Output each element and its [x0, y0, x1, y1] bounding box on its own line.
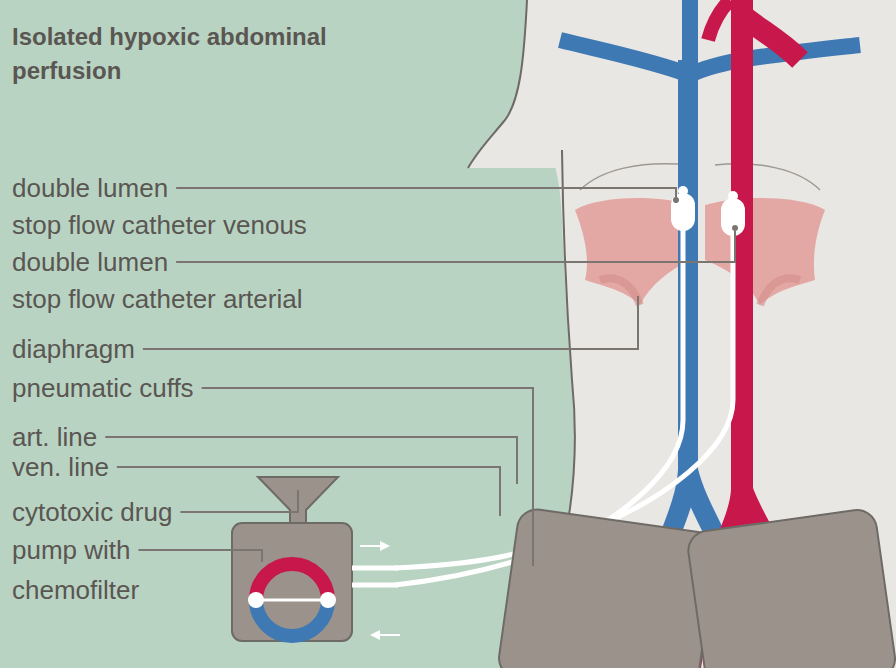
leader-line [105, 437, 517, 484]
venous-balloon [678, 186, 688, 196]
part-label: chemofilter [12, 575, 139, 605]
pump [232, 523, 352, 641]
pneumatic-cuff [686, 507, 896, 668]
torso-outline [560, 150, 575, 560]
leader-line [117, 467, 500, 516]
leader-line [139, 550, 263, 562]
pneumatic-cuff [496, 507, 718, 668]
arterial-balloon [721, 198, 745, 236]
flow-arrow [380, 541, 390, 551]
pump-ring [256, 564, 328, 600]
venous-balloon [671, 193, 695, 231]
part-label: diaphragm [12, 334, 135, 364]
part-label: pneumatic cuffs [12, 373, 194, 403]
chemofilter-end [248, 592, 264, 608]
part-label: stop flow catheter arterial [12, 284, 302, 314]
part-label: stop flow catheter venous [12, 210, 307, 240]
flow-arrow [370, 630, 380, 640]
flow-arrow [360, 545, 382, 547]
balloon-port [732, 225, 738, 231]
vena-cava [560, 0, 860, 75]
torso-outline [468, 0, 527, 168]
leader-line [176, 188, 676, 203]
flow-arrow [378, 634, 400, 636]
leader-line [180, 490, 298, 512]
part-label: double lumen [12, 247, 168, 277]
leader-line [202, 388, 533, 566]
diagram-title: Isolated hypoxic abdominal perfusion [12, 20, 372, 88]
chemofilter-end [320, 592, 336, 608]
part-label: double lumen [12, 173, 168, 203]
torso-outline [580, 164, 820, 190]
part-label: pump with [12, 535, 131, 565]
aorta [708, 0, 730, 40]
chemofilter [256, 599, 328, 602]
diaphragm [600, 278, 800, 305]
part-label: cytotoxic drug [12, 497, 172, 527]
arterial-balloon [728, 191, 738, 201]
pump-outlet [352, 568, 398, 585]
part-label: art. line [12, 422, 97, 452]
part-label: ven. line [12, 452, 109, 482]
pump-ring [256, 600, 328, 636]
